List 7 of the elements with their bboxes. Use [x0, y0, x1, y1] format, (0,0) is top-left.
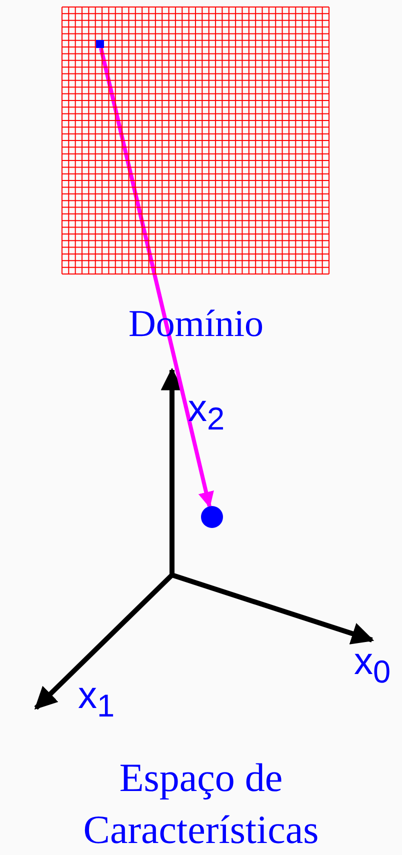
point-marker [96, 40, 104, 48]
arrow [99, 48, 214, 508]
feature-space-label: Espaço de Características [82, 754, 320, 854]
axis-label: x$_{0}$ [354, 640, 391, 692]
point-dot [201, 506, 223, 528]
axis-label: x$_{1}$ [78, 674, 115, 726]
axis-label: x$_{2}$ [188, 387, 225, 439]
